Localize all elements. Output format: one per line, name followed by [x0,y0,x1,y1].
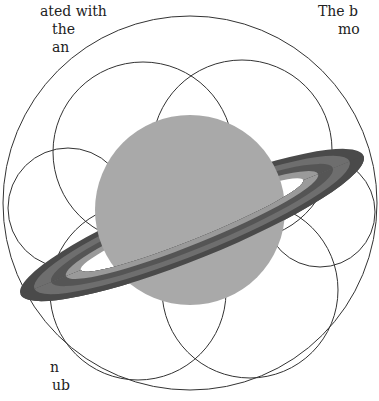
page-text-fragment: ated with [40,2,107,20]
page-text-fragment: the [52,20,75,38]
page-text-fragment: The b [318,2,358,20]
page-text-fragment: an [52,38,69,56]
page-text-fragment: mo [338,20,360,38]
saturn-rings-front [20,156,376,326]
page-text-fragment: n [50,358,59,376]
page-text-fragment: ub [52,376,70,394]
outer-circle [3,16,377,390]
